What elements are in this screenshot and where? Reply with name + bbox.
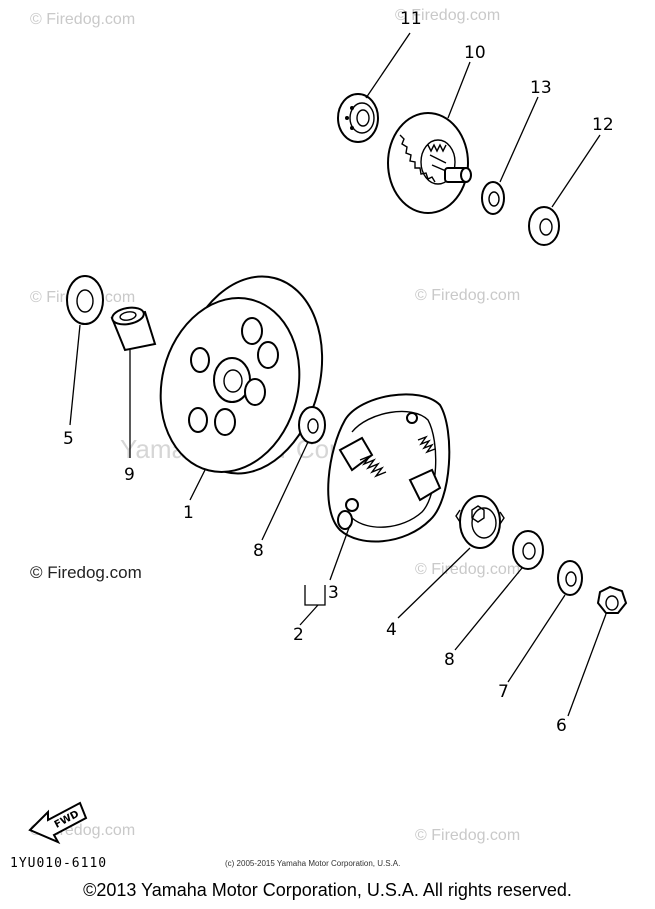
part-11-bearing	[337, 93, 379, 143]
watermark-site: © Firedog.com	[415, 561, 520, 578]
callout-10: 10	[464, 43, 486, 63]
watermark-site: © Firedog.com	[395, 7, 500, 24]
callout-8b: 8	[444, 650, 455, 670]
callout-13: 13	[530, 78, 552, 98]
part-8-washer-lower	[512, 530, 544, 570]
part-13-washer	[481, 181, 505, 215]
callout-9: 9	[124, 465, 135, 485]
part-2-clutch-shoe-assembly	[327, 393, 451, 543]
part-10-primary-gear	[387, 112, 472, 214]
callout-11: 11	[400, 9, 422, 29]
callout-7: 7	[498, 682, 509, 702]
footer-copyright: ©2013 Yamaha Motor Corporation, U.S.A. A…	[83, 880, 572, 900]
callout-4: 4	[386, 620, 397, 640]
leader-lines	[69, 32, 607, 717]
watermark-site: © Firedog.com	[415, 287, 520, 304]
callout-1: 1	[183, 503, 194, 523]
callout-2: 2	[293, 625, 304, 645]
part-12-washer	[528, 206, 560, 246]
watermark-site: © Firedog.com	[415, 827, 520, 844]
watermark-site-dark: © Firedog.com	[30, 563, 142, 582]
callout-6: 6	[556, 716, 567, 736]
part-9-collar	[110, 306, 157, 352]
callout-3: 3	[328, 583, 339, 603]
fwd-arrow-icon: FWD	[28, 801, 88, 845]
callout-12: 12	[592, 115, 614, 135]
part-1-clutch-housing	[159, 275, 324, 475]
callout-5: 5	[63, 429, 74, 449]
callout-labels: 11 10 13 12 5 9 1 8 3 2 4 8 7 6	[63, 9, 614, 736]
small-copyright: (c) 2005-2015 Yamaha Motor Corporation, …	[225, 859, 400, 868]
diagram-code: 1YU010-6110	[10, 856, 107, 871]
part-4-clutch-boss	[455, 495, 505, 549]
watermark-site: © Firedog.com	[30, 11, 135, 28]
part-5-washer	[66, 275, 104, 325]
part-7-washer	[557, 560, 583, 596]
part-8-washer-upper	[298, 406, 326, 444]
part-6-nut	[596, 585, 628, 614]
callout-8a: 8	[253, 541, 264, 561]
